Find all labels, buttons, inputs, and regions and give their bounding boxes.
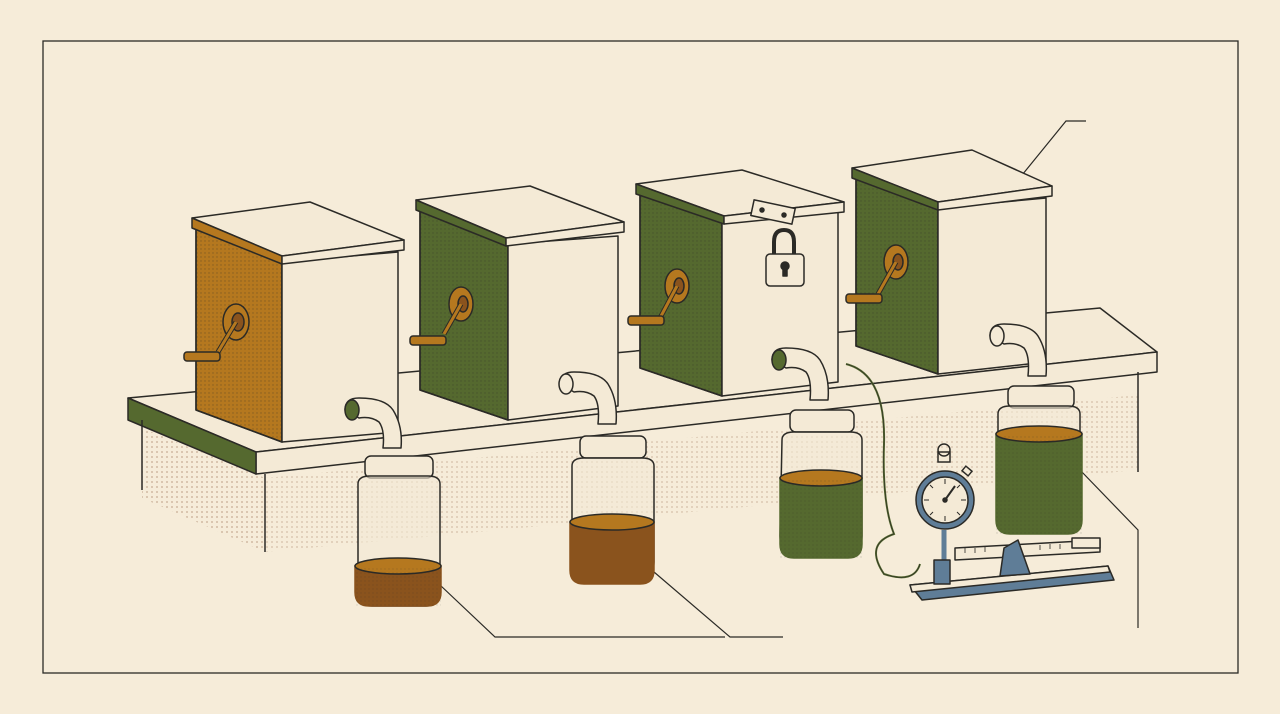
crank-handle-icon (183, 351, 221, 362)
box-1 (183, 201, 405, 449)
spout-icon (559, 371, 618, 425)
jar-3 (779, 409, 863, 559)
callout-line-jar-2 (639, 559, 783, 638)
jar-2 (569, 435, 655, 585)
picture-frame (42, 40, 1239, 674)
jar-2-liquid (569, 521, 655, 585)
padlock-shackle-icon (772, 228, 796, 256)
hasp-icon (750, 199, 796, 225)
jar-4 (995, 385, 1083, 535)
jar-1 (354, 455, 442, 607)
box-4 (845, 149, 1053, 377)
callout-line-jar-4 (1079, 469, 1139, 628)
balance-scale-icon (909, 537, 1115, 601)
crank-handle-icon (627, 315, 665, 326)
callout-line-box-4 (1017, 120, 1086, 181)
box-3 (627, 169, 845, 401)
shelf-left-edge (127, 397, 257, 475)
crank-handle-icon (409, 335, 447, 346)
shelf-shadow (142, 395, 1138, 552)
box-2 (409, 185, 625, 425)
crank-handle-icon (845, 293, 883, 304)
callout-line-jar-1 (439, 584, 725, 638)
callout-lines (439, 120, 1139, 638)
